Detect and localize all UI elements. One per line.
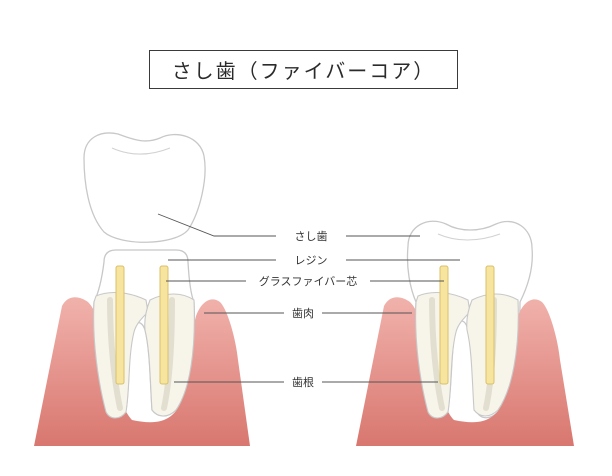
diagram-title: さし歯（ファイバーコア）	[149, 50, 458, 89]
right-crown-groove	[437, 233, 501, 241]
right-fiber-post-left	[439, 265, 449, 385]
label-gum: 歯肉	[292, 307, 314, 320]
leader-crown-left	[157, 213, 276, 237]
left-fiber-post-right	[159, 265, 169, 385]
right-tooth-assembly	[356, 220, 574, 446]
left-crown-groove	[111, 147, 171, 155]
label-crown: さし歯	[295, 230, 328, 243]
left-root-canal-right	[161, 297, 175, 411]
left-crown	[83, 132, 206, 243]
left-fiber-post-left	[115, 265, 125, 385]
left-tooth-assembly	[34, 132, 250, 446]
left-root-canal-left	[107, 297, 123, 411]
right-root-canal-left	[429, 297, 445, 411]
left-gum	[34, 297, 250, 446]
label-root: 歯根	[292, 375, 314, 389]
right-fiber-post-right	[485, 265, 495, 385]
leader-lines	[157, 213, 460, 383]
right-gum	[356, 297, 574, 446]
label-resin: レジン	[295, 254, 328, 267]
label-fiber: グラスファイバー芯	[259, 274, 358, 288]
